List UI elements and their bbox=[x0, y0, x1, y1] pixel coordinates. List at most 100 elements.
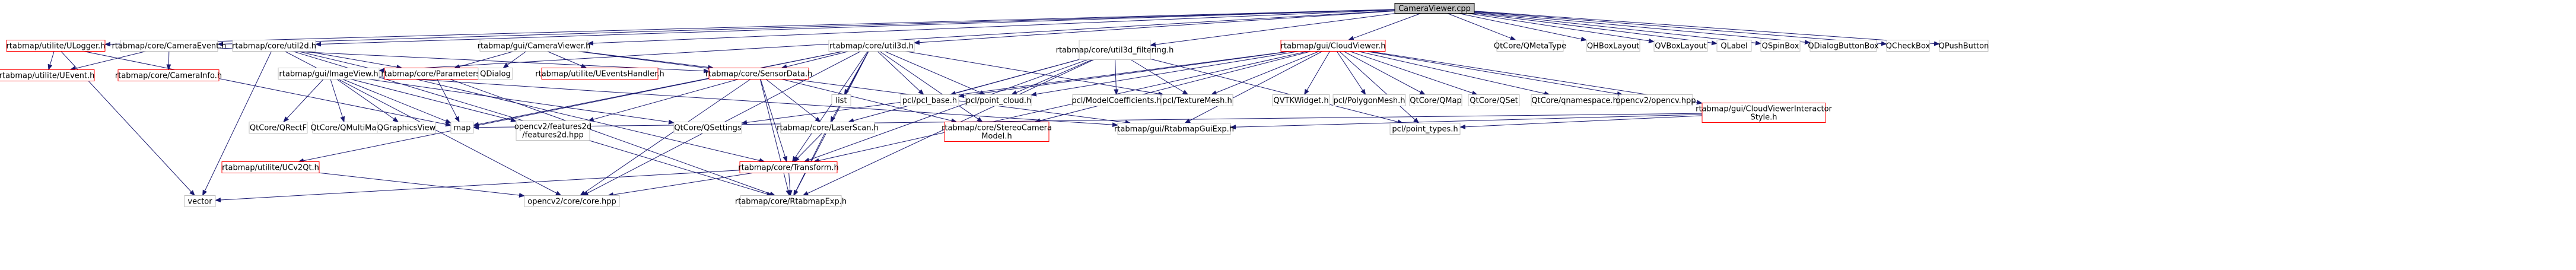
node-label-features2d: opencv2/features2d/features2d.hpp bbox=[514, 123, 591, 140]
node-laserscan[interactable]: rtabmap/core/LaserScan.h bbox=[777, 122, 879, 134]
node-label-qdialog: QDialog bbox=[480, 70, 511, 79]
node-qtcoreqset[interactable]: QtCore/QSet bbox=[1468, 94, 1520, 106]
node-label-qtcoreqnamespace: QtCore/qnamespace.h bbox=[1531, 97, 1617, 106]
edge-cloudviewer-to-qsettings bbox=[741, 51, 1290, 125]
edge-util3d-to-map bbox=[473, 51, 844, 127]
node-features2d[interactable]: opencv2/features2d/features2d.hpp bbox=[514, 120, 591, 141]
node-list[interactable]: list bbox=[831, 94, 851, 106]
node-label-qtcoreqset: QtCore/QSet bbox=[1470, 97, 1518, 106]
node-qvboxlayout[interactable]: QVBoxLayout bbox=[1653, 40, 1708, 52]
node-ucv2qt[interactable]: rtabmap/utilite/UCv2Qt.h bbox=[221, 161, 320, 173]
node-util2d[interactable]: rtabmap/core/util2d.h bbox=[232, 40, 316, 52]
node-qmetatype[interactable]: QtCore/QMetaType bbox=[1494, 40, 1566, 52]
node-label-opencvopencvhpp: opencv2/opencv.hpp bbox=[1615, 97, 1696, 106]
node-label-ucv2qt: rtabmap/utilite/UCv2Qt.h bbox=[222, 164, 319, 173]
edge-ucv2qt-to-opencvcore bbox=[319, 172, 525, 198]
node-rtabmapguiexp[interactable]: rtabmap/gui/RtabmapGuiExp.h bbox=[1114, 123, 1234, 135]
edge-sensordata-to-rtabmapexp bbox=[759, 79, 791, 196]
node-uevent[interactable]: rtabmap/utilite/UEvent.h bbox=[0, 69, 95, 81]
node-cameraevent[interactable]: rtabmap/core/CameraEvent.h bbox=[112, 40, 227, 52]
edge-laserscan-to-transform bbox=[793, 133, 822, 163]
edge-imageview-to-qmultimap bbox=[330, 79, 345, 123]
node-qmultimap[interactable]: QtCore/QMultiMap bbox=[310, 122, 381, 134]
node-util3d[interactable]: rtabmap/core/util3d.h bbox=[828, 40, 915, 52]
node-qgraphicsview[interactable]: QGraphicsView bbox=[377, 122, 436, 134]
node-pclpointcloud[interactable]: pcl/point_cloud.h bbox=[965, 94, 1032, 106]
node-uilogger[interactable]: rtabmap/utilite/ULogger.h bbox=[6, 40, 106, 52]
node-box-imageview bbox=[278, 68, 380, 80]
node-rtabmapexp[interactable]: rtabmap/core/RtabmapExp.h bbox=[735, 195, 847, 207]
node-qhboxlayout[interactable]: QHBoxLayout bbox=[1586, 40, 1640, 52]
edge-cloudviewer-to-stereocameramodel bbox=[1034, 51, 1311, 123]
node-box-qdialogbuttonbox bbox=[1809, 40, 1877, 52]
node-box-camerainfo bbox=[117, 69, 220, 81]
node-label-qmetatype: QtCore/QMetaType bbox=[1494, 42, 1566, 51]
node-transform[interactable]: rtabmap/core/Transform.h bbox=[738, 161, 839, 173]
edge-imageview-to-qrectf bbox=[283, 79, 324, 123]
node-label-qvtkwidget: QVTKWidget.h bbox=[1273, 97, 1328, 106]
node-imageview[interactable]: rtabmap/gui/ImageView.h bbox=[278, 68, 380, 80]
edge-imageview-to-rtabmapguiexp bbox=[379, 77, 1118, 128]
node-pclpolygonmesh[interactable]: pcl/PolygonMesh.h bbox=[1332, 94, 1406, 106]
node-box-cloudviewerinteractorstyle bbox=[1702, 103, 1826, 123]
node-opencvopencvhpp[interactable]: opencv2/opencv.hpp bbox=[1615, 94, 1696, 106]
node-opencvcore[interactable]: opencv2/core/core.hpp bbox=[524, 195, 620, 207]
node-qsettings[interactable]: QtCore/QSettings bbox=[673, 122, 742, 134]
node-qrectf[interactable]: QtCore/QRectF bbox=[249, 122, 308, 134]
node-util3dfiltering[interactable]: rtabmap/core/util3d_filtering.h bbox=[1056, 40, 1174, 60]
node-label-opencvcore: opencv2/core/core.hpp bbox=[527, 198, 616, 207]
node-pclmodelcoefficients[interactable]: pcl/ModelCoefficients.h bbox=[1071, 94, 1162, 106]
node-label-pclpointtypes: pcl/point_types.h bbox=[1392, 125, 1458, 134]
edge-root-to-qdialogbuttonbox bbox=[1474, 11, 1811, 45]
node-sensordata[interactable]: rtabmap/core/SensorData.h bbox=[705, 68, 812, 80]
node-label-rtabmapguiexp: rtabmap/gui/RtabmapGuiExp.h bbox=[1114, 125, 1234, 134]
node-box-pclbase bbox=[900, 94, 959, 106]
node-camerainfo[interactable]: rtabmap/core/CameraInfo.h bbox=[115, 69, 222, 81]
edge-uilogger-to-map bbox=[84, 51, 451, 127]
node-label-ueventshandler: rtabmap/utilite/UEventsHandler.h bbox=[535, 70, 664, 79]
node-box-pclpolygonmesh bbox=[1332, 94, 1406, 106]
node-vector[interactable]: vector bbox=[184, 195, 216, 207]
node-label-qhboxlayout: QHBoxLayout bbox=[1587, 42, 1639, 51]
node-box-pclpointcloud bbox=[965, 94, 1032, 106]
node-box-sensordata bbox=[708, 68, 809, 80]
node-guicameraviewer[interactable]: rtabmap/gui/CameraViewer.h bbox=[478, 40, 591, 52]
node-map[interactable]: map bbox=[450, 122, 474, 134]
node-qpushbutton[interactable]: QPushButton bbox=[1939, 40, 1989, 52]
node-qtcoreqnamespace[interactable]: QtCore/qnamespace.h bbox=[1531, 94, 1618, 106]
edge-root-to-util2d bbox=[315, 9, 1395, 47]
edge-util3dfiltering-to-pclpointcloud bbox=[1010, 59, 1093, 95]
node-qcheckbox[interactable]: QCheckBox bbox=[1886, 40, 1931, 52]
node-box-opencvcore bbox=[524, 195, 620, 207]
node-cloudviewer[interactable]: rtabmap/gui/CloudViewer.h bbox=[1280, 40, 1386, 52]
node-parameters[interactable]: rtabmap/core/Parameters.h bbox=[381, 68, 488, 80]
node-box-qtcoreqset bbox=[1468, 94, 1520, 106]
edge-cloudviewer-to-pclpointtypes bbox=[1339, 51, 1420, 124]
node-qdialog[interactable]: QDialog bbox=[478, 68, 513, 80]
edge-sensordata-to-stereocameramodel bbox=[781, 79, 958, 123]
node-box-list bbox=[831, 94, 851, 106]
node-qvtkwidget[interactable]: QVTKWidget.h bbox=[1272, 94, 1330, 106]
node-pclbase[interactable]: pcl/pcl_base.h bbox=[900, 94, 959, 106]
node-pclpointtypes[interactable]: pcl/point_types.h bbox=[1389, 123, 1461, 135]
node-ueventshandler[interactable]: rtabmap/utilite/UEventsHandler.h bbox=[535, 68, 664, 80]
node-qspinbox[interactable]: QSpinBox bbox=[1760, 40, 1801, 52]
node-box-qlabel bbox=[1716, 40, 1752, 52]
edge-cloudviewer-to-opencvopencvhpp bbox=[1366, 51, 1623, 96]
edge-parameters-to-rtabmapexp bbox=[450, 79, 776, 196]
node-qtcoreqmap[interactable]: QtCore/QMap bbox=[1409, 94, 1462, 106]
edge-cloudviewer-to-pclpolygonmesh bbox=[1336, 51, 1366, 96]
node-box-uevent bbox=[0, 69, 95, 81]
edge-cloudviewer-to-qtcoreqmap bbox=[1343, 51, 1426, 95]
node-pcltexturemesh[interactable]: pcl/TextureMesh.h bbox=[1161, 94, 1233, 106]
node-qdialogbuttonbox[interactable]: QDialogButtonBox bbox=[1808, 40, 1879, 52]
node-qlabel[interactable]: QLabel bbox=[1716, 40, 1752, 52]
node-label-map: map bbox=[454, 124, 471, 133]
node-label-transform: rtabmap/core/Transform.h bbox=[738, 164, 839, 173]
edge-util3d-to-sensordata bbox=[781, 51, 849, 69]
edge-parameters-to-map bbox=[437, 79, 460, 123]
